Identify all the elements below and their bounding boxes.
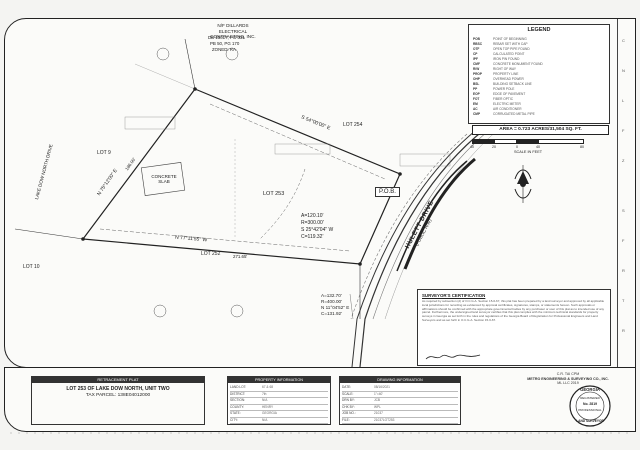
lot-main-label: LOT 253 bbox=[263, 191, 285, 197]
drawing-info-row: SCALE:1"=40' bbox=[342, 391, 458, 398]
property-info-header: PROPERTY INFORMATION bbox=[228, 377, 330, 383]
firm-line3: ML LLC 2019 bbox=[557, 381, 579, 386]
property-info-row: COUNTY:HENRY bbox=[230, 404, 328, 411]
property-info-row: DISTRICT:7th bbox=[230, 391, 328, 398]
scale-tick: 40 bbox=[470, 145, 474, 149]
firm-name-block: C.R. TAI CPM METRO ENGINEERING & SURVEYI… bbox=[519, 372, 617, 390]
title-block: RETRACEMENT PLAT LOT 253 OF LAKE DOW NOR… bbox=[4, 367, 636, 432]
notes-letter: Z bbox=[622, 158, 625, 163]
drawing-info-row: JOB NO.:21037 bbox=[342, 410, 458, 418]
certification-text: As required by subsection (d) of O.C.G.A… bbox=[422, 299, 605, 322]
drawing-info-table: DRAWING INFORMATION DATE:08/16/2021 SCAL… bbox=[339, 376, 461, 425]
distance-bottom: 271.65' bbox=[233, 254, 248, 259]
drawing-info-row: FILE:21037LOT253 bbox=[342, 417, 458, 424]
scale-label: SCALE IN FEET bbox=[514, 150, 543, 154]
plat-title-header: RETRACEMENT PLAT bbox=[32, 377, 204, 383]
scale-tick: 80 bbox=[580, 145, 584, 149]
curve1-a: A=120.10' bbox=[301, 213, 324, 219]
plat-title-line1: LOT 253 OF LAKE DOW NORTH, UNIT TWO bbox=[66, 386, 170, 392]
notes-letter: C bbox=[622, 38, 625, 43]
drawing-info-row: CHK BY:WPL bbox=[342, 404, 458, 411]
notes-letter: N bbox=[622, 68, 625, 73]
notes-letter: T bbox=[622, 298, 625, 303]
notes-letter: F bbox=[622, 238, 625, 243]
property-info-table: PROPERTY INFORMATION LAND LOT:67 & 68 DI… bbox=[227, 376, 331, 425]
seal-mid3-text: PROFESSIONAL bbox=[578, 408, 602, 412]
scale-bar: 40 20 0 40 80 SCALE IN FEET bbox=[470, 137, 607, 154]
certification-title: SURVEYOR'S CERTIFICATION bbox=[422, 293, 486, 298]
sheet-border-marks bbox=[10, 432, 630, 434]
property-info-row: CITY:N/A bbox=[230, 417, 328, 424]
curve1-b: S 25°42'04" W bbox=[301, 227, 334, 233]
plat-title-box: RETRACEMENT PLAT LOT 253 OF LAKE DOW NOR… bbox=[31, 376, 205, 425]
owner-db: DB 15017, PG 331 bbox=[208, 35, 245, 40]
owner-name: N/F DILLARDS ELECTRICAL CONTRACTING, INC… bbox=[210, 23, 256, 39]
owner-zone: ZONED: RA bbox=[212, 47, 236, 52]
notes-letter: L bbox=[622, 98, 625, 103]
lot-left-bottom-label: LOT 10 bbox=[23, 264, 40, 270]
notes-letter: F bbox=[622, 128, 625, 133]
concrete-slab-label: CONCRETE SLAB bbox=[151, 174, 177, 184]
firm-line2: METRO ENGINEERING & SURVEYING CO., INC. bbox=[527, 376, 609, 381]
surveyor-certification: SURVEYOR'S CERTIFICATION As required by … bbox=[417, 289, 611, 366]
curve2-a: A=132.70' bbox=[321, 293, 342, 298]
curve2-c: C=131.92' bbox=[321, 311, 342, 316]
surveyor-seal-icon bbox=[569, 385, 611, 427]
signature-mark bbox=[425, 354, 481, 360]
firm-line1: C.R. TAI CPM bbox=[556, 372, 580, 376]
curve1-c: C=119.32' bbox=[301, 234, 324, 240]
scale-tick: 20 bbox=[492, 145, 496, 149]
legend-title: LEGEND bbox=[527, 27, 551, 33]
curve2-b: N 11°04'52" E bbox=[321, 305, 350, 310]
survey-plan-drawing bbox=[14, 38, 532, 367]
notes-column: C N L F Z S F R T R bbox=[617, 19, 635, 367]
area-box: AREA = 0.723 ACRES/31,504 SQ. FT. bbox=[472, 125, 609, 135]
notes-letter: R bbox=[622, 328, 625, 333]
seal-top-text: GEORGIA bbox=[580, 387, 600, 392]
owner-pb: PB 50, PG 170 bbox=[210, 41, 240, 46]
scale-tick: 40 bbox=[536, 145, 540, 149]
drawing-info-row: DATE:08/16/2021 bbox=[342, 384, 458, 392]
lot-left-label: LOT 9 bbox=[97, 150, 111, 156]
plat-title-line2: TAX PARCEL: 138E04012000 bbox=[85, 393, 151, 398]
scale-tick: 0 bbox=[516, 145, 518, 149]
seal-mid2-text: No. 2819 bbox=[583, 402, 597, 406]
notes-letter: R bbox=[622, 268, 625, 273]
curve1-r: R=300.00' bbox=[301, 220, 324, 226]
notes-letter: S bbox=[622, 208, 625, 213]
drawing-info-row: DRN BY:JCB bbox=[342, 397, 458, 405]
drawing-info-header: DRAWING INFORMATION bbox=[340, 377, 460, 383]
property-info-row: STATE:GEORGIA bbox=[230, 410, 328, 418]
pob-label: P.O.B. bbox=[375, 187, 400, 197]
seal-mid1-text: REGISTERED bbox=[580, 396, 600, 400]
property-info-row: LAND LOT:67 & 68 bbox=[230, 384, 328, 392]
curve2-r: R=400.00' bbox=[321, 299, 342, 304]
seal-bottom-text: LAND SURVEYOR bbox=[576, 419, 604, 423]
property-info-row: SECTION:N/A bbox=[230, 397, 328, 405]
lot-bottom-label: LOT 252 bbox=[201, 251, 221, 257]
survey-sheet: N/F DILLARDS ELECTRICAL CONTRACTING, INC… bbox=[4, 18, 636, 368]
lot-top-label: LOT 254 bbox=[343, 122, 363, 128]
